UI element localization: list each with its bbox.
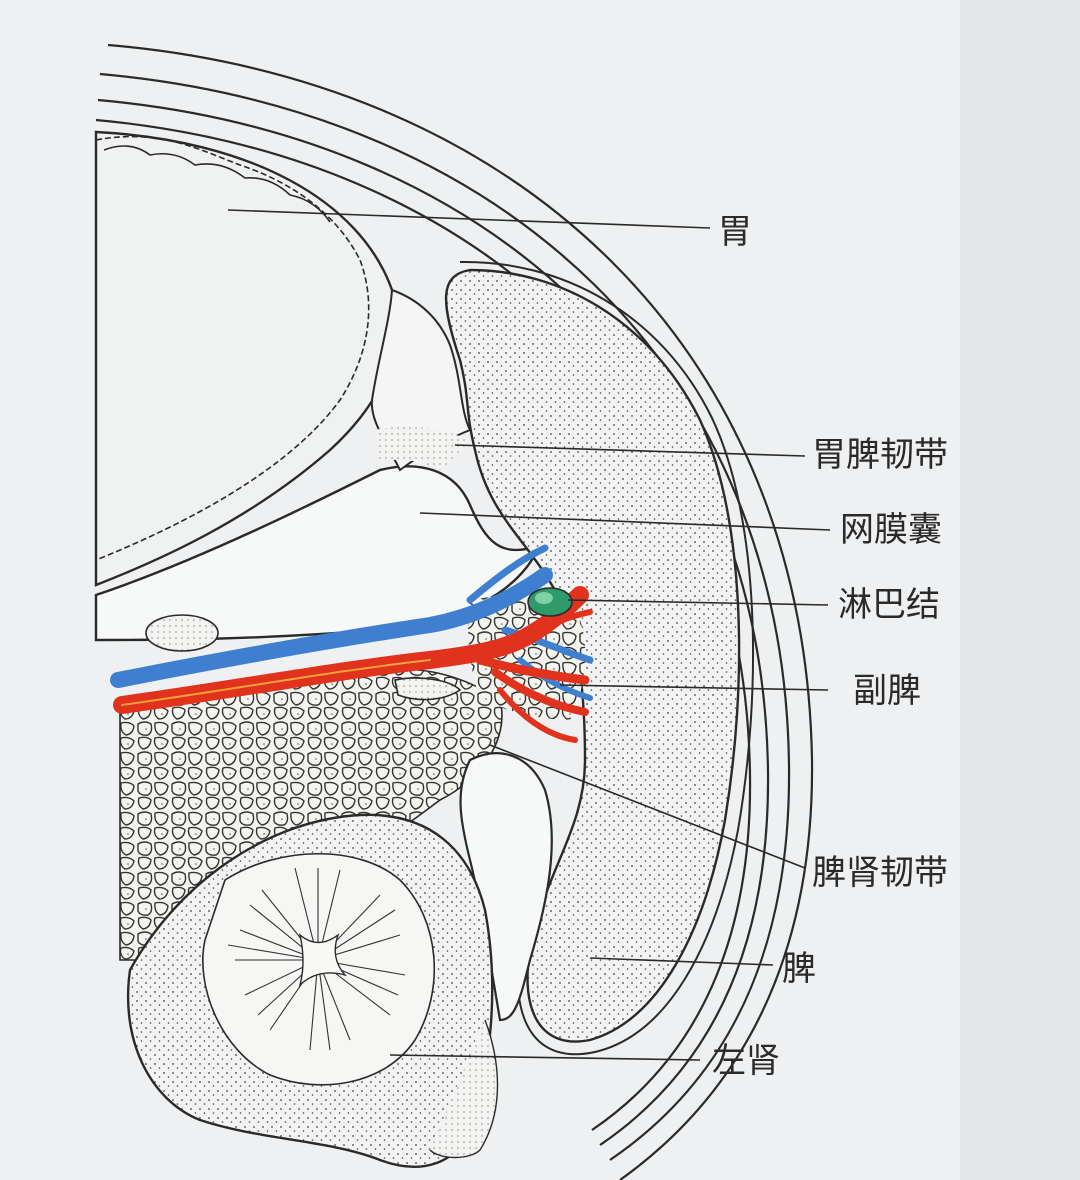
left-kidney	[126, 813, 499, 1168]
label-lymph-node: 淋巴结	[838, 585, 940, 625]
label-gastrosplenic-ligament: 胃脾韧带	[812, 435, 948, 475]
label-left-kidney: 左肾	[712, 1041, 780, 1081]
label-splenorenal-ligament: 脾肾韧带	[812, 853, 948, 893]
splenic-artery	[113, 586, 593, 743]
label-omental-bursa: 网膜囊	[840, 510, 942, 550]
leader-lines	[227, 209, 831, 1061]
label-accessory-spleen: 副脾	[853, 671, 921, 711]
splenic-vein	[110, 544, 594, 701]
label-spleen: 脾	[782, 949, 816, 989]
label-stomach: 胃	[718, 212, 752, 252]
accessory-spleen	[394, 677, 462, 701]
splenorenal-ligament	[459, 752, 553, 1022]
